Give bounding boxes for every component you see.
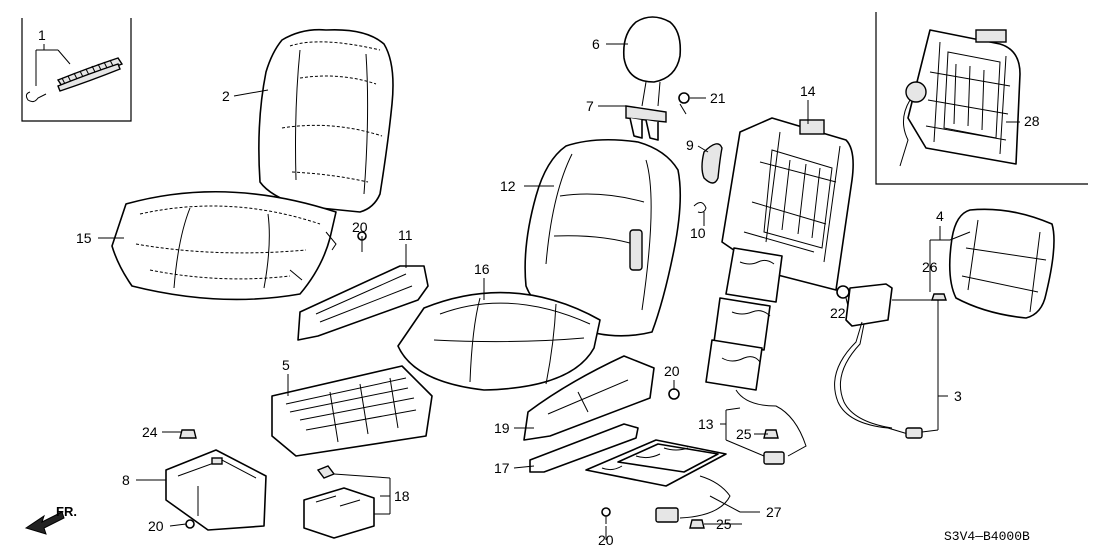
callout-20-upper: 20: [352, 219, 368, 235]
part-2-seat-back-cover: [258, 28, 394, 213]
callout-12: 12: [500, 178, 516, 194]
callout-9: 9: [686, 137, 694, 153]
callout-15: 15: [76, 230, 92, 246]
callout-6: 6: [592, 36, 600, 52]
part-19-outer-side-cover: [523, 355, 655, 441]
part-22-nut: [836, 285, 850, 299]
callout-24: 24: [142, 424, 158, 440]
leader-lines: [35, 43, 1020, 540]
callout-4: 4: [936, 208, 944, 224]
part-3-side-airbag: [834, 283, 923, 439]
part-7-headrest-guides: [625, 105, 667, 141]
part-21-bolt: [678, 92, 690, 115]
part-26-clip: [931, 293, 947, 308]
callout-17: 17: [494, 460, 510, 476]
front-label: FR.: [56, 504, 77, 519]
part-20-bolt-bottom: [601, 507, 611, 524]
part-25-clip-upper: [763, 429, 779, 439]
part-1-clips: [25, 57, 124, 103]
callout-20-right: 20: [664, 363, 680, 379]
callout-8: 8: [122, 472, 130, 488]
callout-11: 11: [398, 227, 413, 243]
part-18-control-unit: [303, 465, 375, 539]
part-16-seat-cushion-pad: [397, 291, 601, 391]
part-10-clip: [693, 202, 707, 213]
part-20-bolt-lower-left: [185, 519, 195, 529]
part-12-seat-back-pad: [524, 138, 682, 337]
front-direction-indicator: FR.: [24, 504, 77, 535]
part-25-clip-lower: [689, 519, 705, 529]
callout-1: 1: [38, 27, 46, 43]
callout-5: 5: [282, 357, 290, 373]
diagram-code: S3V4—B4000B: [944, 529, 1030, 544]
callout-7: 7: [586, 98, 594, 114]
part-5-seat-cushion-frame: [271, 365, 433, 457]
inset-box-part-1: [21, 18, 132, 122]
part-9-cable: [701, 143, 723, 184]
part-20-bolt-right: [668, 388, 680, 400]
part-8-trim-cover: [165, 449, 267, 531]
callout-2: 2: [222, 88, 230, 104]
callout-27: 27: [766, 504, 782, 520]
part-28-power-frame: [899, 29, 1021, 167]
callout-16: 16: [474, 261, 490, 277]
callout-21: 21: [710, 90, 726, 106]
callout-19: 19: [494, 420, 510, 436]
callout-14: 14: [800, 83, 816, 99]
part-15-seat-cushion-cover: [111, 191, 337, 301]
callout-13: 13: [698, 416, 714, 432]
part-14-seat-back-frame: [721, 117, 854, 291]
callout-labels: 1 2 15 6 7 21 12 9 10 14 28 4 26 11 20 1…: [38, 27, 1040, 548]
front-arrow-icon: [24, 511, 65, 535]
callout-18: 18: [394, 488, 410, 504]
inset-box-part-28: [875, 12, 1088, 185]
part-24-clip: [179, 429, 197, 439]
part-17-cover-strip: [529, 423, 639, 473]
callout-25-lower: 25: [716, 516, 732, 532]
callout-26: 26: [922, 259, 938, 275]
callout-3: 3: [954, 388, 962, 404]
part-27-lower-sensor-mat: [585, 439, 731, 523]
part-13-sensor-mats: [705, 247, 807, 465]
callout-20-bottom: 20: [598, 532, 614, 548]
callout-22: 22: [830, 305, 846, 321]
part-4-back-panel: [948, 208, 1055, 319]
part-6-headrest: [622, 16, 682, 107]
callout-10: 10: [690, 225, 706, 241]
callout-25-upper: 25: [736, 426, 752, 442]
callout-20-lower-left: 20: [148, 518, 164, 534]
part-11-inner-side-cover: [297, 265, 429, 341]
callout-28: 28: [1024, 113, 1040, 129]
